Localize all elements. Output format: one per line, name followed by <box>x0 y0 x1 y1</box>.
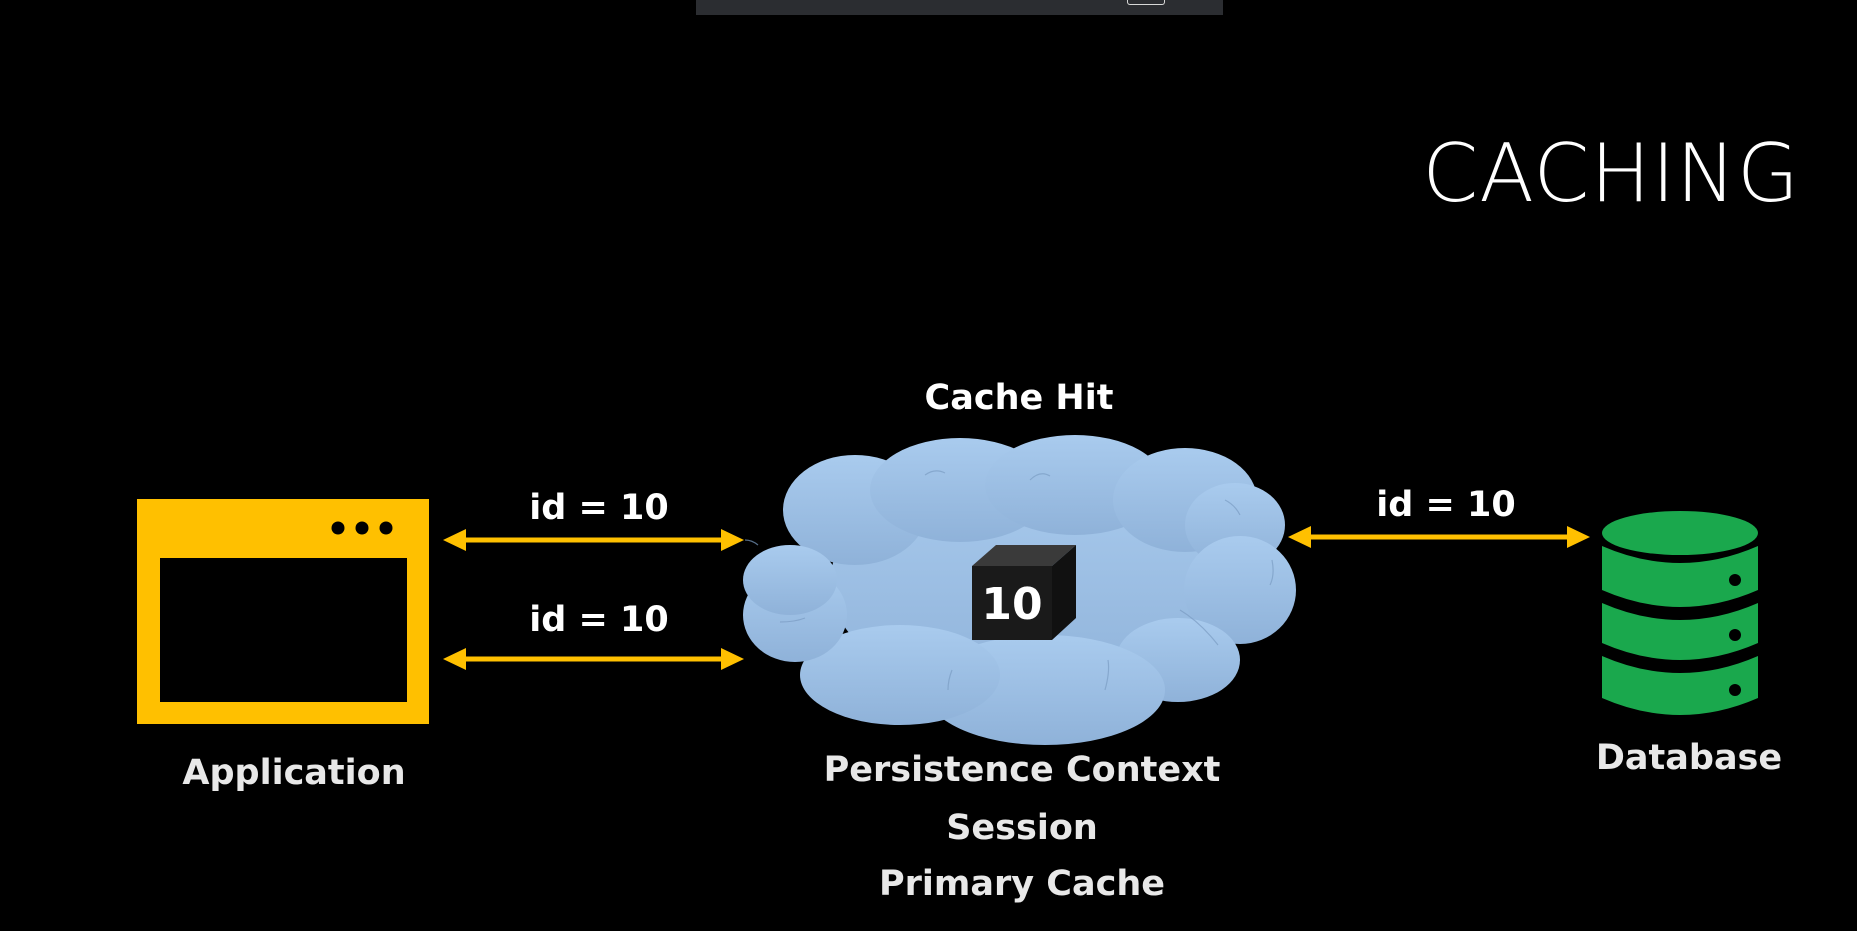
application-label: Application <box>182 753 406 793</box>
database-label: Database <box>1595 738 1783 778</box>
video-toolbar <box>696 0 1223 15</box>
cube-icon <box>972 545 1076 640</box>
arrow-label-bottom: id = 10 <box>529 600 669 640</box>
cache-hit-label: Cache Hit <box>924 378 1114 418</box>
database-icon <box>1602 511 1758 715</box>
toolbar-button[interactable] <box>1127 0 1165 5</box>
slide-title: CACHING <box>1422 127 1800 220</box>
session-label: Session <box>946 808 1098 848</box>
cube-value: 10 <box>981 579 1042 630</box>
primary-cache-label: Primary Cache <box>879 864 1165 904</box>
app-window-icon <box>137 499 429 724</box>
persistence-context-label: Persistence Context <box>823 750 1221 790</box>
arrow-app-cache-top <box>443 529 744 551</box>
arrow-app-cache-bottom <box>443 648 744 670</box>
arrow-label-db: id = 10 <box>1376 485 1516 525</box>
arrow-label-top: id = 10 <box>529 488 669 528</box>
arrow-cache-db <box>1288 526 1590 548</box>
